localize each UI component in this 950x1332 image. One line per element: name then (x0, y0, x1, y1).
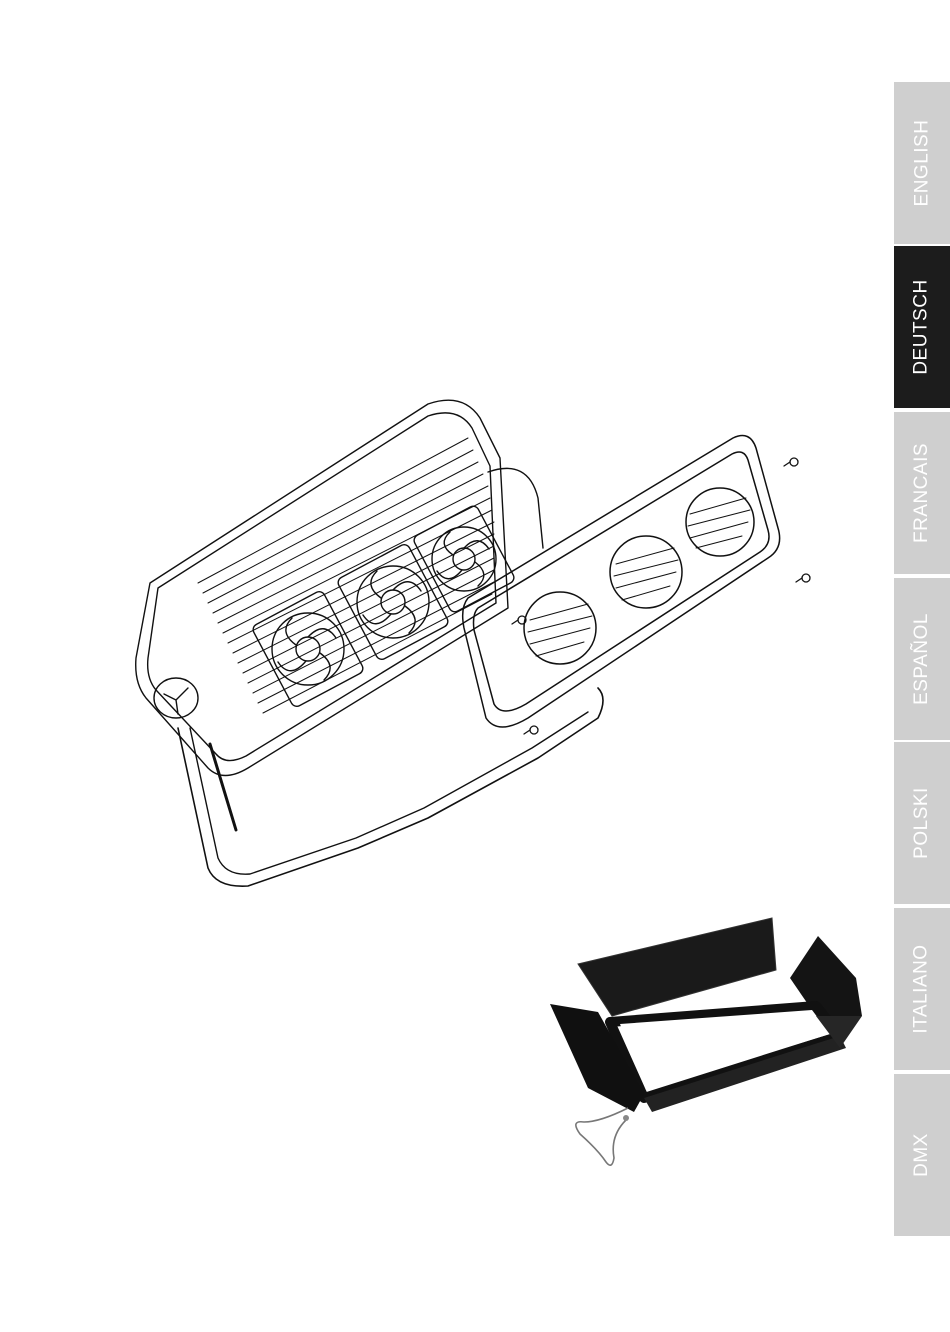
tab-espanol[interactable]: ESPAÑOL (894, 578, 950, 740)
tab-label: ESPAÑOL (911, 613, 933, 705)
tab-english[interactable]: ENGLISH (894, 82, 950, 244)
screws (512, 458, 810, 734)
tab-deutsch[interactable]: DEUTSCH (894, 246, 950, 408)
tab-label: DEUTSCH (911, 279, 933, 374)
tab-dmx[interactable]: DMX (894, 1074, 950, 1236)
tab-label: ENGLISH (911, 120, 933, 207)
tab-polski[interactable]: POLSKI (894, 742, 950, 904)
tab-italiano[interactable]: ITALIANO (894, 908, 950, 1070)
tab-label: DMX (911, 1133, 933, 1177)
tab-francais[interactable]: FRANCAIS (894, 412, 950, 574)
tab-label: ITALIANO (911, 944, 933, 1033)
fan-cover (463, 436, 780, 727)
barndoor-accessory-photo (540, 912, 870, 1174)
tab-label: POLSKI (911, 787, 933, 859)
fixture-exploded-drawing (128, 398, 828, 898)
tab-label: FRANCAIS (911, 443, 933, 543)
